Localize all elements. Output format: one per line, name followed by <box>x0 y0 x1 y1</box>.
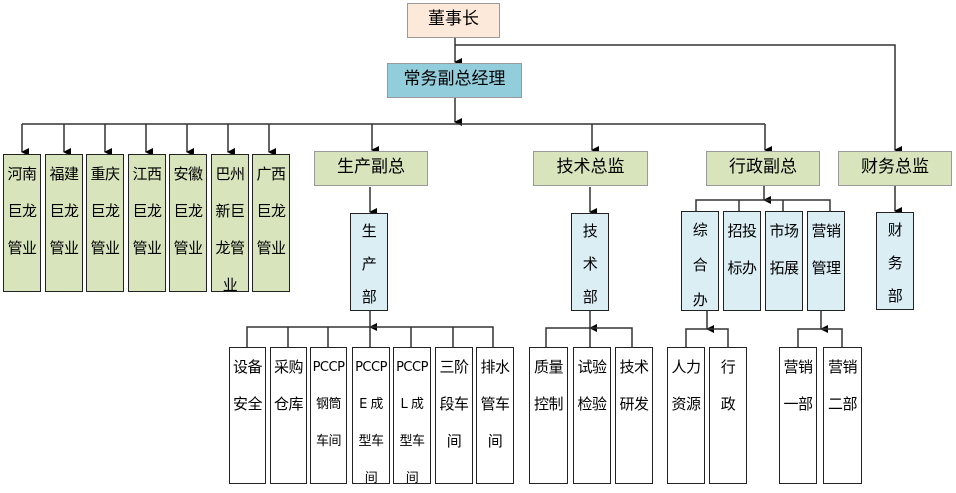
production-unit-box: 设备 安全 <box>229 347 266 484</box>
production-unit-box: PCCP L 成 型车 间 <box>393 347 431 484</box>
finance-dept-box: 财 务 部 <box>876 212 914 310</box>
marketing-unit-box: 营销 二部 <box>823 347 862 484</box>
admin-dept-box: 招投 标办 <box>723 211 761 311</box>
branch-box: 河南 巨龙 管业 <box>3 154 41 292</box>
branch-box: 巴州 新巨 龙管 业 <box>211 154 249 292</box>
admin-vp-box: 行政副总 <box>706 151 820 186</box>
production-unit-box: PCCP E 成 型车 间 <box>352 347 390 484</box>
chairman-box: 董事长 <box>407 3 500 38</box>
production-dept-box: 生 产 部 <box>350 213 388 311</box>
production-unit-box: PCCP 钢筒 车间 <box>310 347 347 484</box>
finance-director-box: 财务总监 <box>838 151 952 186</box>
technology-unit-box: 质量 控制 <box>529 347 568 484</box>
general-office-unit-box: 人力 资源 <box>667 347 705 484</box>
technology-director-box: 技术总监 <box>533 151 648 186</box>
branch-box: 安徽 巨龙 管业 <box>169 154 207 292</box>
executive-vp-box: 常务副总经理 <box>387 63 522 98</box>
admin-dept-box: 综 合 办 <box>681 211 719 311</box>
technology-unit-box: 试验 检验 <box>573 347 611 484</box>
branch-box: 福建 巨龙 管业 <box>45 154 83 292</box>
production-unit-box: 采购 仓库 <box>270 347 307 484</box>
production-unit-box: 排水 管车 间 <box>476 347 514 484</box>
technology-dept-box: 技 术 部 <box>571 213 609 311</box>
branch-box: 广西 巨龙 管业 <box>252 154 290 292</box>
marketing-unit-box: 营销 一部 <box>779 347 817 484</box>
technology-unit-box: 技术 研发 <box>615 347 653 484</box>
branch-box: 重庆 巨龙 管业 <box>86 154 124 292</box>
admin-dept-box: 营销 管理 <box>807 211 845 311</box>
branch-box: 江西 巨龙 管业 <box>128 154 166 292</box>
production-vp-box: 生产副总 <box>314 151 428 186</box>
admin-dept-box: 市场 拓展 <box>765 211 803 311</box>
production-unit-box: 三阶 段车 间 <box>435 347 473 484</box>
general-office-unit-box: 行 政 <box>709 347 747 484</box>
